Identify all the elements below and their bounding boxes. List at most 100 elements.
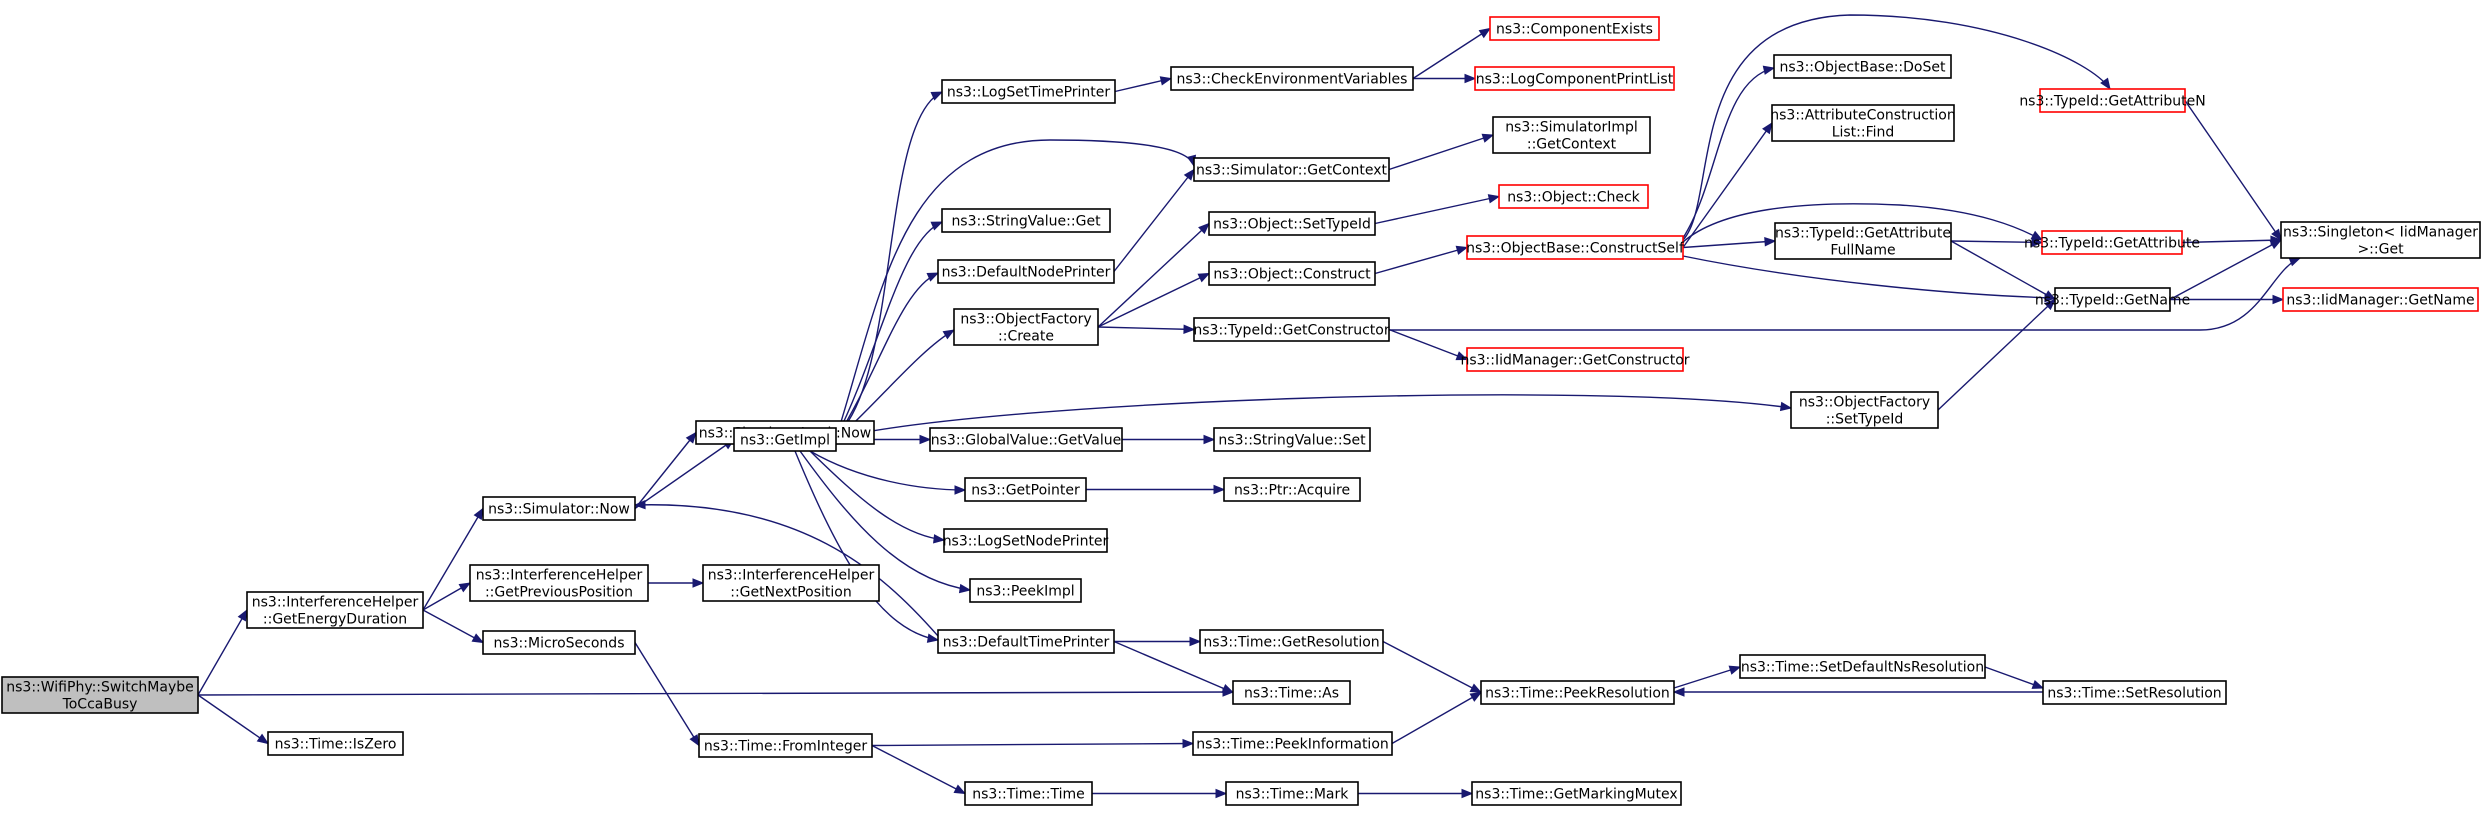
- node-box-globalValueGetValue[interactable]: [929, 427, 1123, 452]
- node-globalValueGetValue[interactable]: ns3::GlobalValue::GetValue: [929, 427, 1123, 452]
- node-componentExists[interactable]: ns3::ComponentExists: [1489, 16, 1660, 41]
- node-box-objectSetTypeId[interactable]: [1208, 211, 1376, 236]
- node-objectBaseDoSet[interactable]: ns3::ObjectBase::DoSet: [1773, 54, 1952, 79]
- node-logSetNodePrinter[interactable]: ns3::LogSetNodePrinter: [943, 528, 1109, 553]
- node-timeTime[interactable]: ns3::Time::Time: [964, 781, 1093, 806]
- node-objectConstruct[interactable]: ns3::Object::Construct: [1208, 261, 1376, 286]
- node-box-singletonGet[interactable]: [2280, 221, 2481, 259]
- node-timeAs[interactable]: ns3::Time::As: [1232, 680, 1351, 705]
- node-ptrAcquire[interactable]: ns3::Ptr::Acquire: [1223, 477, 1361, 502]
- edge-arrowhead-typeIdGetConstructor-to-iidManagerGetConstructor: [1455, 351, 1469, 361]
- node-singletonGet[interactable]: ns3::Singleton< IidManager >::Get: [2280, 221, 2481, 259]
- node-box-getPointer[interactable]: [964, 477, 1087, 502]
- node-box-timeFromInteger[interactable]: [698, 733, 873, 758]
- node-box-typeIdGetAttributeN[interactable]: [2039, 88, 2186, 113]
- node-box-getPreviousPosition[interactable]: [469, 564, 649, 602]
- node-getPointer[interactable]: ns3::GetPointer: [964, 477, 1087, 502]
- node-box-getNextPosition[interactable]: [702, 564, 880, 602]
- node-simImplGetContext[interactable]: ns3::SimulatorImpl::GetContext: [1492, 116, 1651, 154]
- node-box-logSetTimePrinter[interactable]: [941, 79, 1116, 104]
- node-box-typeIdGetAttrFullName[interactable]: [1774, 222, 1952, 260]
- node-box-timeSetResolution[interactable]: [2042, 680, 2227, 705]
- node-timeIsZero[interactable]: ns3::Time::IsZero: [267, 731, 404, 756]
- node-simulatorNow[interactable]: ns3::Simulator::Now: [482, 496, 636, 521]
- node-box-attrConstructionListFind[interactable]: [1771, 104, 1955, 142]
- node-box-objectBaseConstructSelf[interactable]: [1466, 235, 1684, 260]
- node-box-objectFactorySetTypeId[interactable]: [1790, 391, 1939, 429]
- node-checkEnvVars[interactable]: ns3::CheckEnvironmentVariables: [1170, 66, 1414, 91]
- node-objectFactoryCreate[interactable]: ns3::ObjectFactory::Create: [953, 308, 1099, 346]
- node-stringValueSet[interactable]: ns3::StringValue::Set: [1213, 427, 1371, 452]
- node-getNextPosition[interactable]: ns3::InterferenceHelper::GetNextPosition: [702, 564, 880, 602]
- node-box-timePeekInformation[interactable]: [1192, 731, 1393, 756]
- node-logSetTimePrinter[interactable]: ns3::LogSetTimePrinter: [941, 79, 1116, 104]
- node-objectFactorySetTypeId[interactable]: ns3::ObjectFactory::SetTypeId: [1790, 391, 1939, 429]
- node-typeIdGetAttribute[interactable]: ns3::TypeId::GetAttribute: [2024, 230, 2200, 255]
- node-box-timeIsZero[interactable]: [267, 731, 404, 756]
- node-box-timeGetMarkingMutex[interactable]: [1471, 781, 1682, 806]
- node-box-componentExists[interactable]: [1489, 16, 1660, 41]
- node-box-defaultTimePrinter[interactable]: [937, 629, 1115, 654]
- node-box-logComponentPrintList[interactable]: [1474, 66, 1675, 91]
- node-box-objectFactoryCreate[interactable]: [953, 308, 1099, 346]
- node-iidManagerGetName[interactable]: ns3::IidManager::GetName: [2282, 287, 2479, 312]
- node-box-objectBaseDoSet[interactable]: [1773, 54, 1952, 79]
- node-box-ptrAcquire[interactable]: [1223, 477, 1361, 502]
- node-stringValueGet[interactable]: ns3::StringValue::Get: [941, 208, 1111, 233]
- node-timePeekResolution[interactable]: ns3::Time::PeekResolution: [1480, 680, 1675, 705]
- node-box-timeMark[interactable]: [1225, 781, 1359, 806]
- node-getEnergyDuration[interactable]: ns3::InterferenceHelper::GetEnergyDurati…: [246, 591, 424, 629]
- node-box-simulatorGetContext[interactable]: [1193, 157, 1390, 182]
- node-box-peekImpl[interactable]: [969, 578, 1082, 603]
- node-typeIdGetName[interactable]: ns3::TypeId::GetName: [2035, 287, 2190, 312]
- node-box-typeIdGetAttribute[interactable]: [2041, 230, 2183, 255]
- node-peekImpl[interactable]: ns3::PeekImpl: [969, 578, 1082, 603]
- node-box-getImpl[interactable]: [733, 427, 837, 452]
- node-iidManagerGetConstructor[interactable]: ns3::IidManager::GetConstructor: [1460, 347, 1690, 372]
- node-box-microSeconds[interactable]: [482, 630, 636, 655]
- node-box-timeSetDefaultNsResolution[interactable]: [1739, 654, 1986, 679]
- node-timeSetResolution[interactable]: ns3::Time::SetResolution: [2042, 680, 2227, 705]
- node-timeGetResolution[interactable]: ns3::Time::GetResolution: [1199, 629, 1384, 654]
- node-simulatorGetContext[interactable]: ns3::Simulator::GetContext: [1193, 157, 1390, 182]
- node-box-typeIdGetConstructor[interactable]: [1193, 317, 1390, 342]
- node-timeGetMarkingMutex[interactable]: ns3::Time::GetMarkingMutex: [1471, 781, 1682, 806]
- node-box-defaultNodePrinter[interactable]: [937, 259, 1115, 284]
- node-box-stringValueSet[interactable]: [1213, 427, 1371, 452]
- node-typeIdGetAttributeN[interactable]: ns3::TypeId::GetAttributeN: [2019, 88, 2206, 113]
- node-box-timeAs[interactable]: [1232, 680, 1351, 705]
- edge-timePeekInformation-to-timePeekResolution: [1391, 691, 1482, 745]
- node-getPreviousPosition[interactable]: ns3::InterferenceHelper::GetPreviousPosi…: [469, 564, 649, 602]
- node-microSeconds[interactable]: ns3::MicroSeconds: [482, 630, 636, 655]
- node-box-objectConstruct[interactable]: [1208, 261, 1376, 286]
- node-objectBaseConstructSelf[interactable]: ns3::ObjectBase::ConstructSelf: [1466, 235, 1685, 260]
- node-box-iidManagerGetName[interactable]: [2282, 287, 2479, 312]
- node-box-checkEnvVars[interactable]: [1170, 66, 1414, 91]
- node-objectCheck[interactable]: ns3::Object::Check: [1498, 184, 1649, 209]
- node-defaultTimePrinter[interactable]: ns3::DefaultTimePrinter: [937, 629, 1115, 654]
- node-timeSetDefaultNsResolution[interactable]: ns3::Time::SetDefaultNsResolution: [1739, 654, 1986, 679]
- node-box-getEnergyDuration[interactable]: [246, 591, 424, 629]
- node-defaultNodePrinter[interactable]: ns3::DefaultNodePrinter: [937, 259, 1115, 284]
- node-timePeekInformation[interactable]: ns3::Time::PeekInformation: [1192, 731, 1393, 756]
- node-box-timeGetResolution[interactable]: [1199, 629, 1384, 654]
- node-box-switchMaybe[interactable]: [1, 676, 199, 714]
- node-logComponentPrintList[interactable]: ns3::LogComponentPrintList: [1474, 66, 1675, 91]
- node-box-timePeekResolution[interactable]: [1480, 680, 1675, 705]
- node-box-simImplGetContext[interactable]: [1492, 116, 1651, 154]
- node-box-objectCheck[interactable]: [1498, 184, 1649, 209]
- node-box-simulatorNow[interactable]: [482, 496, 636, 521]
- node-getImpl[interactable]: ns3::GetImpl: [733, 427, 837, 452]
- node-box-stringValueGet[interactable]: [941, 208, 1111, 233]
- node-timeMark[interactable]: ns3::Time::Mark: [1225, 781, 1359, 806]
- node-objectSetTypeId[interactable]: ns3::Object::SetTypeId: [1208, 211, 1376, 236]
- node-box-typeIdGetName[interactable]: [2054, 287, 2171, 312]
- node-timeFromInteger[interactable]: ns3::Time::FromInteger: [698, 733, 873, 758]
- node-box-iidManagerGetConstructor[interactable]: [1466, 347, 1684, 372]
- node-box-logSetNodePrinter[interactable]: [943, 528, 1108, 553]
- node-box-timeTime[interactable]: [964, 781, 1093, 806]
- node-typeIdGetConstructor[interactable]: ns3::TypeId::GetConstructor: [1193, 317, 1390, 342]
